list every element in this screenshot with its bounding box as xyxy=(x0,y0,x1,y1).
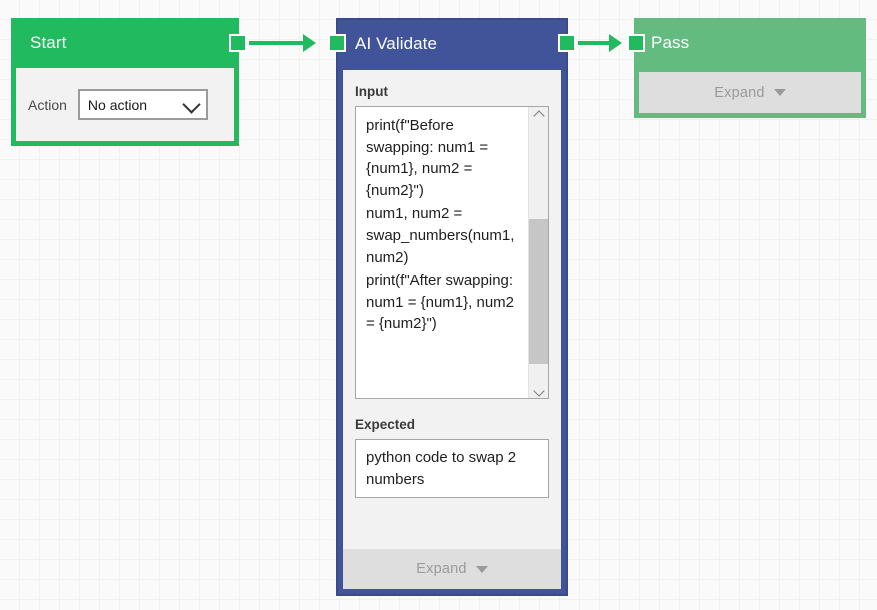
node-ai-validate-title: AI Validate xyxy=(355,34,438,53)
input-line: num1, num2 = swap_numbers(num1, num2) xyxy=(366,205,519,266)
scroll-up-icon[interactable] xyxy=(529,107,548,126)
arrow-head-icon xyxy=(609,34,622,52)
scrollbar-thumb[interactable] xyxy=(529,219,548,364)
validate-expand-label: Expand xyxy=(416,561,467,577)
input-textarea[interactable]: print(f"Before swapping: num1 = {num1}, … xyxy=(355,106,549,399)
port-validate-output[interactable] xyxy=(558,34,576,52)
node-pass[interactable]: Pass Expand xyxy=(634,18,866,118)
port-pass-input[interactable] xyxy=(627,34,645,52)
scroll-down-icon[interactable] xyxy=(529,379,548,398)
input-scrollbar[interactable] xyxy=(528,107,548,398)
chevron-down-icon xyxy=(182,94,201,114)
port-validate-input[interactable] xyxy=(328,34,346,52)
input-label: Input xyxy=(355,84,388,99)
caret-down-icon xyxy=(475,565,488,573)
connector-start-to-validate[interactable] xyxy=(249,41,309,45)
node-start[interactable]: Start Action No action xyxy=(11,18,239,146)
action-select[interactable]: No action xyxy=(77,89,208,120)
node-pass-title: Pass xyxy=(651,32,690,52)
expected-textarea[interactable]: python code to swap 2 numbers xyxy=(355,439,549,498)
connector-validate-to-pass[interactable] xyxy=(578,41,617,45)
node-start-header: Start xyxy=(11,18,239,68)
action-select-value: No action xyxy=(87,96,148,113)
node-ai-validate-header: AI Validate xyxy=(338,20,566,68)
node-start-title: Start xyxy=(30,33,67,52)
action-label: Action xyxy=(28,96,67,113)
expected-label: Expected xyxy=(355,417,416,432)
input-line: print(f"After swapping: num1 = {num1}, n… xyxy=(366,272,519,333)
port-start-output[interactable] xyxy=(229,34,247,52)
validate-expand-button[interactable]: Expand xyxy=(343,549,561,589)
pass-expand-label: Expand xyxy=(714,84,765,101)
node-start-body: Action No action xyxy=(16,68,234,141)
node-pass-header: Pass xyxy=(634,18,866,67)
node-ai-validate[interactable]: AI Validate Input print(f"Before swappin… xyxy=(336,18,568,596)
arrow-head-icon xyxy=(303,34,316,52)
input-line: print(f"Before swapping: num1 = {num1}, … xyxy=(366,117,493,199)
pass-expand-button[interactable]: Expand xyxy=(639,72,861,113)
caret-down-icon xyxy=(773,89,786,96)
node-pass-body: Expand xyxy=(639,72,861,113)
expected-text: python code to swap 2 numbers xyxy=(366,449,521,488)
node-ai-validate-body: Input print(f"Before swapping: num1 = {n… xyxy=(343,70,561,589)
